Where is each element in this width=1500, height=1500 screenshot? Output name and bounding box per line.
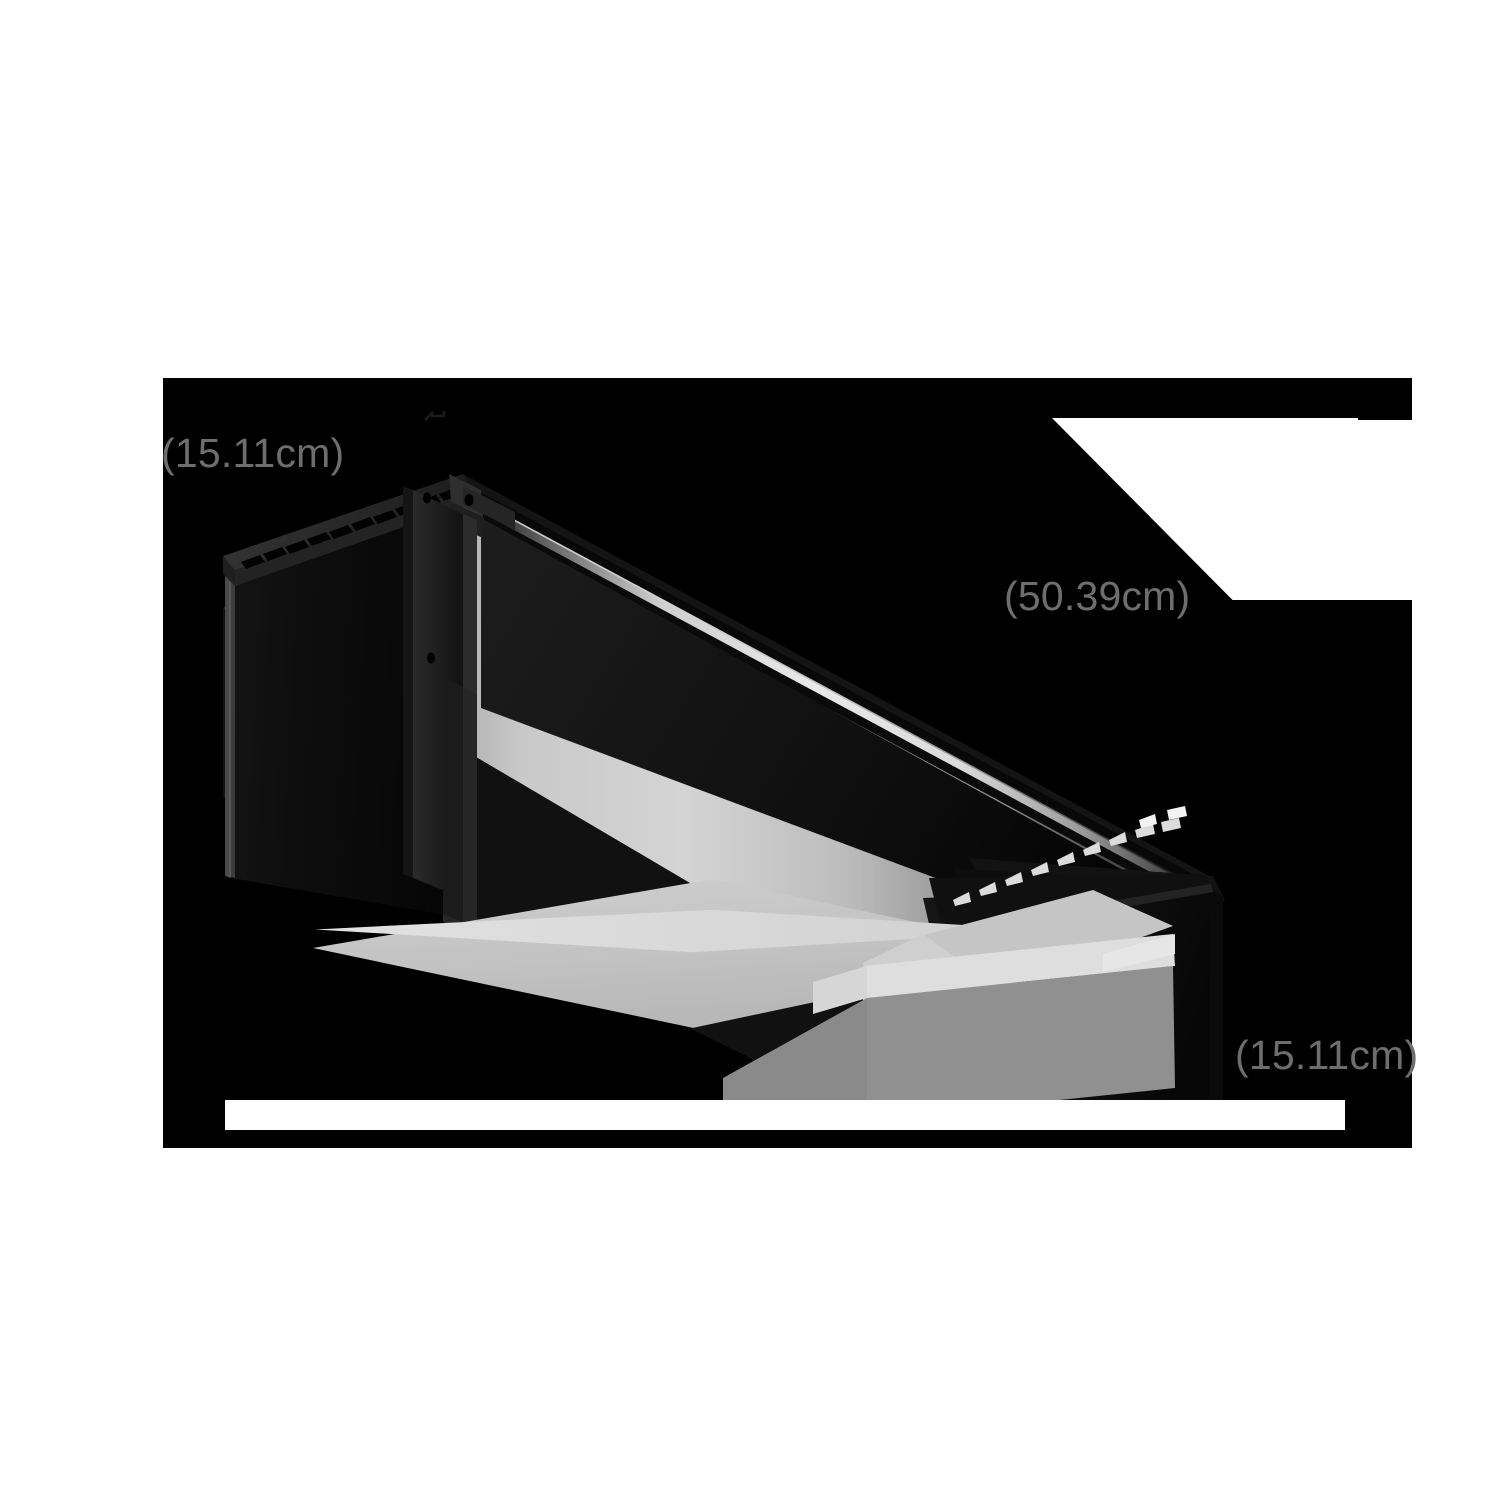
dimension-label-depth-right: (15.11cm) <box>1235 1032 1419 1078</box>
shelf-surfaces <box>723 890 1175 1120</box>
front-vertical-post <box>403 474 515 938</box>
long-top-rail <box>463 474 1225 920</box>
dimension-label-length: (50.39cm) <box>1004 573 1191 619</box>
corner-arrow-marker <box>424 409 446 430</box>
right-rail-perforations <box>953 818 1181 906</box>
backdrop-notch-bottom-left <box>225 1100 1345 1130</box>
dimension-label-depth-left: (15.11cm) <box>161 430 345 476</box>
backdrop-notch-top-right <box>1358 420 1412 600</box>
right-rail-perforation-slots <box>1139 806 1187 828</box>
